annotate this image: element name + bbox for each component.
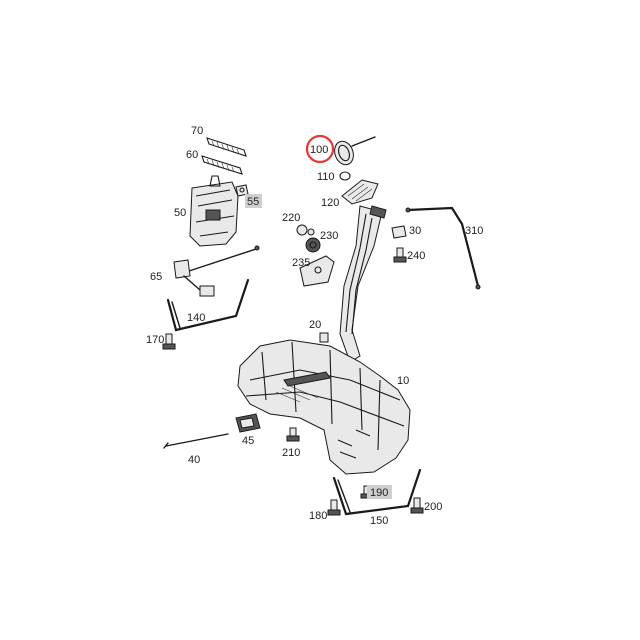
callout-220: 220 <box>282 212 300 224</box>
part-220-ring <box>296 224 308 236</box>
callout-55: 55 <box>247 196 259 208</box>
part-210-bolt <box>286 427 300 442</box>
part-310-vent-line <box>405 206 481 290</box>
part-120-filler-housing <box>341 179 379 205</box>
part-20-plug <box>319 332 329 343</box>
part-100-fuel-cap <box>334 136 376 166</box>
callout-10: 10 <box>397 375 409 387</box>
callout-45: 45 <box>242 435 254 447</box>
callout-170: 170 <box>146 334 164 346</box>
part-40-line <box>163 433 229 449</box>
callout-60: 60 <box>186 149 198 161</box>
part-60-strip <box>201 155 243 175</box>
callout-110: 110 <box>317 171 335 183</box>
callout-50: 50 <box>174 207 186 219</box>
highlight-circle-100 <box>305 134 335 164</box>
filler-pipe <box>339 205 387 363</box>
part-110-seal <box>339 171 351 181</box>
part-140-strap <box>166 278 250 332</box>
callout-20: 20 <box>309 319 321 331</box>
part-65-sender <box>173 245 260 297</box>
part-200-bolt <box>410 497 424 514</box>
callout-180: 180 <box>309 510 327 522</box>
callout-200: 200 <box>424 501 442 513</box>
part-70-strip <box>206 137 247 157</box>
callout-70: 70 <box>191 125 203 137</box>
part-50-pump-module <box>189 175 239 247</box>
callout-100: 100 <box>310 144 328 156</box>
callout-65: 65 <box>150 271 162 283</box>
part-170-bolt <box>162 333 176 350</box>
part-45-valve <box>235 413 261 433</box>
part-240-bolt <box>393 247 407 263</box>
part-150-strap <box>332 468 422 516</box>
callout-190: 190 <box>370 487 388 499</box>
part-230-pump-gear <box>305 228 321 253</box>
callout-310: 310 <box>465 225 483 237</box>
part-10-fuel-tank <box>237 339 411 475</box>
part-235-bracket <box>299 255 335 287</box>
callout-40: 40 <box>188 454 200 466</box>
callout-240: 240 <box>407 250 425 262</box>
callout-210: 210 <box>282 447 300 459</box>
part-30-bracket <box>391 225 407 239</box>
label-box-55 <box>245 194 262 208</box>
callout-30: 30 <box>409 225 421 237</box>
callout-230: 230 <box>320 230 338 242</box>
callout-120: 120 <box>321 197 339 209</box>
callout-140: 140 <box>187 312 205 324</box>
callout-235: 235 <box>292 257 310 269</box>
part-180-bolt <box>327 499 341 516</box>
label-box-190 <box>367 485 392 499</box>
callout-150: 150 <box>370 515 388 527</box>
